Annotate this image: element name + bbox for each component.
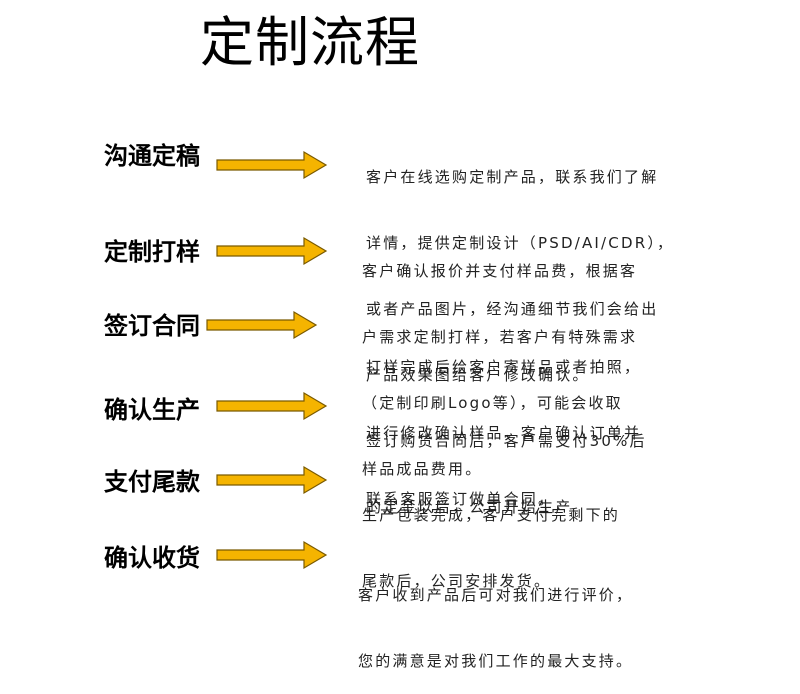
- description-line: 进行修改确认样品，客户确认订单并: [366, 424, 642, 442]
- step-description: 客户在线选购定制产品，联系我们了解 详情，提供定制设计（PSD/AI/CDR），…: [366, 122, 674, 408]
- step-description: 生产包装完成，客户支付完剩下的 尾款后，公司安排发货。: [362, 460, 620, 614]
- description-line: 户需求定制打样，若客户有特殊需求: [362, 328, 638, 346]
- description-line: 的定金以后，公司开始生产: [366, 498, 573, 516]
- description-line: 联系客服签订做单合同。: [366, 490, 556, 508]
- description-line: 签订购货合同后，客户需支付30%后: [366, 432, 647, 450]
- description-line: （定制印刷Logo等），可能会收取: [362, 394, 623, 412]
- arrow-right-icon: [216, 465, 328, 495]
- arrow-right-icon: [216, 150, 328, 180]
- arrow-right-icon: [216, 236, 328, 266]
- description-line: 客户确认报价并支付样品费，根据客: [362, 262, 638, 280]
- description-line: 产品效果图给客户修改确认。: [366, 366, 590, 384]
- step-label-sample: 定制打样: [104, 238, 200, 266]
- arrow-right-icon: [216, 540, 328, 570]
- description-line: 客户在线选购定制产品，联系我们了解: [366, 168, 659, 186]
- page-title: 定制流程: [200, 11, 420, 74]
- description-line: 客户收到产品后可对我们进行评价，: [358, 586, 634, 604]
- step-label-contract: 签订合同: [104, 312, 200, 340]
- step-label-final-payment: 支付尾款: [104, 468, 200, 496]
- step-label-receipt: 确认收货: [104, 544, 200, 572]
- description-line: 打样完成后给客户寄样品或者拍照，: [366, 358, 642, 376]
- description-line: 生产包装完成，客户支付完剩下的: [362, 506, 621, 524]
- description-line: 或者产品图片，经沟通细节我们会给出: [366, 300, 659, 318]
- step-label-production: 确认生产: [104, 396, 200, 424]
- step-description: 打样完成后给客户寄样品或者拍照， 进行修改确认样品，客户确认订单并 联系客服签订…: [366, 312, 641, 532]
- description-line: 详情，提供定制设计（PSD/AI/CDR），: [366, 234, 675, 252]
- step-description: 客户确认报价并支付样品费，根据客 户需求定制打样，若客户有特殊需求 （定制印刷L…: [362, 216, 637, 502]
- description-line: 样品成品费用。: [362, 460, 483, 478]
- arrow-right-icon: [216, 391, 328, 421]
- step-description: 签订购货合同后，客户需支付30%后 的定金以后，公司开始生产: [366, 386, 647, 540]
- description-line: 您的满意是对我们工作的最大支持。: [358, 652, 634, 670]
- description-line: 尾款后，公司安排发货。: [362, 572, 552, 590]
- step-description: 客户收到产品后可对我们进行评价， 您的满意是对我们工作的最大支持。: [358, 540, 633, 694]
- arrow-right-icon: [206, 310, 318, 340]
- step-label-communicate: 沟通定稿: [104, 142, 200, 170]
